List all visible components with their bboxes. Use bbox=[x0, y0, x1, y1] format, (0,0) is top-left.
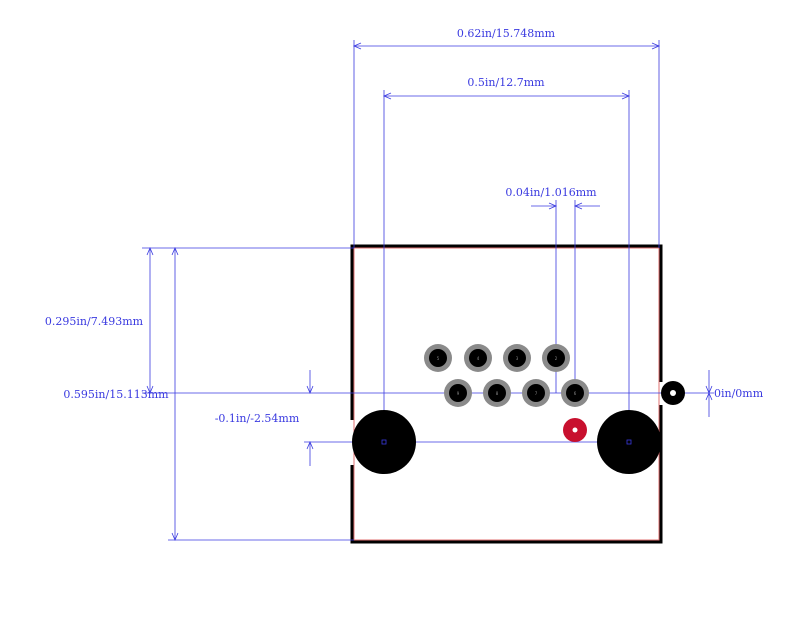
label-overall-depth: 0.595in/15.113mm bbox=[63, 388, 169, 401]
pad: 5 bbox=[424, 344, 452, 372]
pad: 6 bbox=[561, 379, 589, 407]
pad-label: 2 bbox=[555, 356, 558, 361]
label-pin-row-depth: 0.295in/7.493mm bbox=[45, 315, 144, 328]
pad: 9 bbox=[444, 379, 472, 407]
top-row-pads: 5 4 3 2 bbox=[424, 344, 570, 372]
mount-hole-left-center bbox=[381, 439, 387, 445]
dimension-arrows bbox=[146, 42, 713, 542]
label-mount-spacing: 0.5in/12.7mm bbox=[467, 76, 545, 89]
pad: 8 bbox=[483, 379, 511, 407]
pad-label: 6 bbox=[574, 391, 577, 396]
pad-label: 7 bbox=[535, 391, 538, 396]
mount-hole-left bbox=[352, 410, 416, 474]
bottom-row-pads: 9 8 7 6 bbox=[444, 379, 589, 407]
label-mount-offset: -0.1in/-2.54mm bbox=[215, 412, 300, 425]
pad: 3 bbox=[503, 344, 531, 372]
pin1-marker-center bbox=[572, 427, 578, 433]
origin-marker-center bbox=[670, 390, 676, 396]
pad-label: 3 bbox=[516, 356, 519, 361]
courtyard-outline bbox=[353, 247, 660, 541]
label-origin-offset: 0in/0mm bbox=[714, 387, 764, 400]
label-overall-width: 0.62in/15.748mm bbox=[457, 27, 556, 40]
body-outline bbox=[350, 244, 663, 544]
label-pin-pitch: 0.04in/1.016mm bbox=[505, 186, 597, 199]
pad: 7 bbox=[522, 379, 550, 407]
pad: 2 bbox=[542, 344, 570, 372]
pad: 4 bbox=[464, 344, 492, 372]
pad-label: 4 bbox=[477, 356, 480, 361]
pad-label: 5 bbox=[437, 356, 440, 361]
mount-hole-right bbox=[597, 410, 661, 474]
mount-hole-right-center bbox=[626, 439, 632, 445]
pad-label: 9 bbox=[457, 391, 460, 396]
pad-label: 8 bbox=[496, 391, 499, 396]
